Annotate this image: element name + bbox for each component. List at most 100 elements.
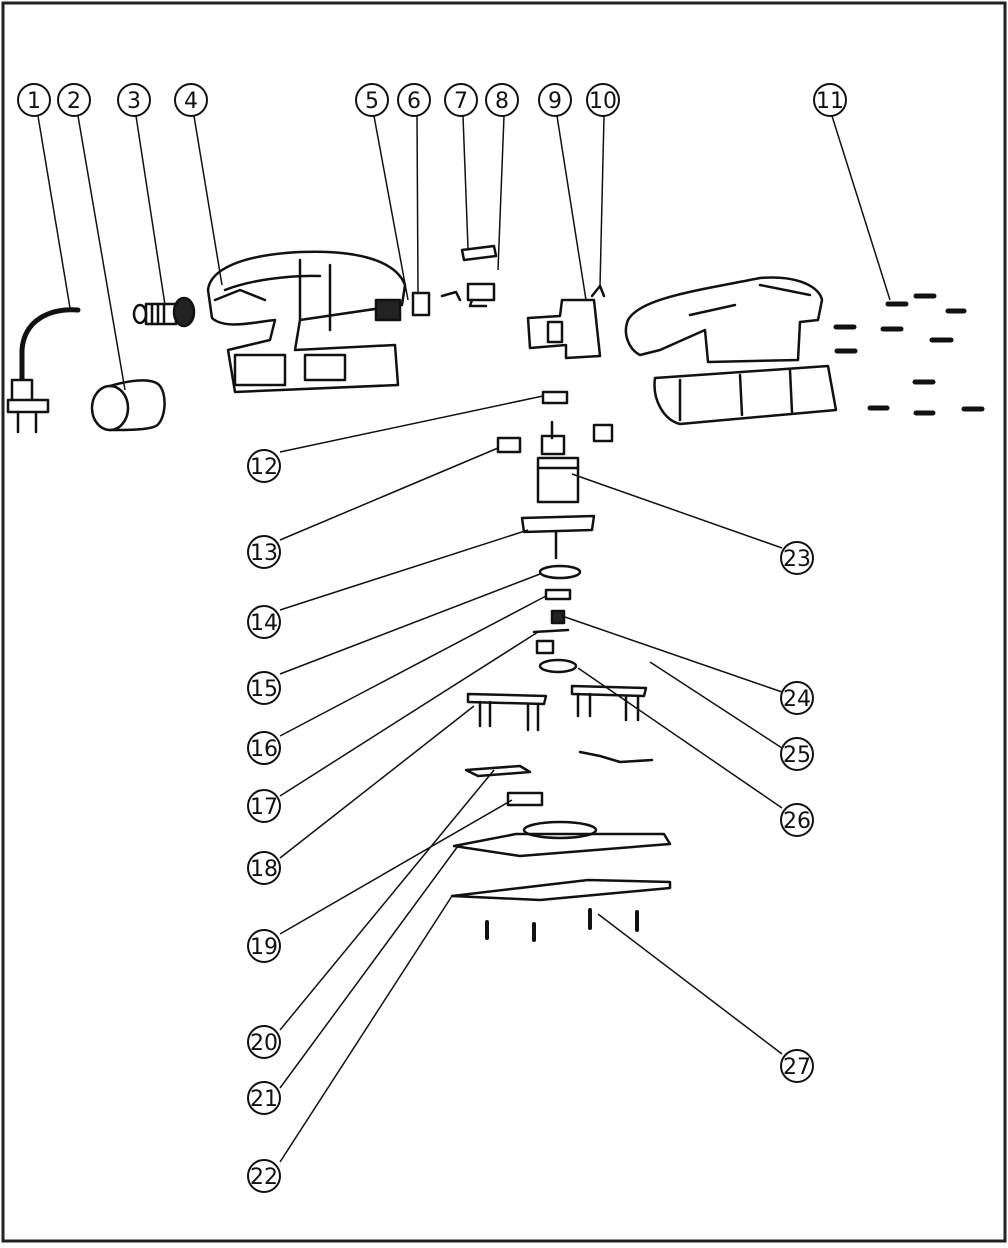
clip-part	[532, 628, 570, 634]
callout-27: 27	[780, 1049, 814, 1083]
callout-2: 2	[57, 83, 91, 117]
callout-26: 26	[780, 803, 814, 837]
callout-circle	[780, 1049, 814, 1083]
callout-24: 24	[780, 681, 814, 715]
callout-25: 25	[780, 737, 814, 771]
bearing-part	[538, 564, 582, 580]
bracket-part	[526, 298, 602, 360]
callout-number: 6	[407, 89, 421, 114]
dust-bag-part	[90, 379, 166, 432]
carbon-brush-right-part	[592, 423, 614, 443]
support-feet-part	[466, 684, 648, 732]
callout-number: 17	[250, 795, 278, 820]
callout-19: 19	[247, 929, 281, 963]
callout-number: 1	[27, 89, 41, 114]
callout-21: 21	[247, 1081, 281, 1115]
callout-circle	[444, 83, 478, 117]
switch-part	[374, 298, 402, 322]
callout-10: 10	[586, 83, 620, 117]
callout-circle	[355, 83, 389, 117]
callout-circle	[780, 541, 814, 575]
callout-circle	[485, 83, 519, 117]
callout-circle	[247, 1081, 281, 1115]
sanding-pad-part	[450, 878, 672, 902]
callout-circle	[247, 731, 281, 765]
left-housing-part	[206, 250, 407, 394]
callout-number: 27	[783, 1055, 811, 1080]
callout-number: 9	[548, 89, 562, 114]
callout-number: 21	[250, 1087, 278, 1112]
callout-circle	[780, 681, 814, 715]
callout-number: 15	[250, 677, 278, 702]
callout-12: 12	[247, 449, 281, 483]
power-cord-part	[6, 307, 81, 434]
callout-14: 14	[247, 605, 281, 639]
capacitor-part	[411, 291, 431, 317]
callout-3: 3	[117, 83, 151, 117]
washer-part	[544, 588, 572, 601]
callout-number: 20	[250, 1031, 278, 1056]
callout-number: 8	[495, 89, 509, 114]
callout-number: 19	[250, 935, 278, 960]
plate-spring-part	[464, 750, 654, 778]
callout-20: 20	[247, 1025, 281, 1059]
callout-8: 8	[485, 83, 519, 117]
callout-11: 11	[813, 83, 847, 117]
callout-5: 5	[355, 83, 389, 117]
callout-number: 2	[67, 89, 81, 114]
nut-part	[550, 609, 566, 625]
switch-lever-part	[460, 244, 498, 262]
callout-number: 3	[127, 89, 141, 114]
counterweight-part	[538, 658, 578, 674]
callout-17: 17	[247, 789, 281, 823]
callout-circle	[247, 851, 281, 885]
callout-22: 22	[247, 1159, 281, 1193]
callout-number: 4	[184, 89, 198, 114]
callout-number: 23	[783, 547, 811, 572]
callout-circle	[247, 605, 281, 639]
callout-6: 6	[397, 83, 431, 117]
callout-circle	[17, 83, 51, 117]
callout-23: 23	[780, 541, 814, 575]
callout-number: 7	[454, 89, 468, 114]
callout-number: 13	[250, 541, 278, 566]
callout-number: 10	[589, 89, 617, 114]
callout-9: 9	[538, 83, 572, 117]
spacer-part	[535, 639, 555, 655]
pad-screws-part	[485, 908, 639, 942]
callout-circle	[780, 737, 814, 771]
switch-clip-part	[440, 282, 496, 308]
callout-13: 13	[247, 535, 281, 569]
callout-16: 16	[247, 731, 281, 765]
block-part	[506, 791, 544, 807]
callout-number: 11	[816, 89, 844, 114]
callout-circle	[538, 83, 572, 117]
base-plate-part	[452, 820, 672, 858]
callout-number: 16	[250, 737, 278, 762]
callout-circle	[586, 83, 620, 117]
callout-number: 14	[250, 611, 278, 636]
brush-holder-part	[541, 390, 569, 405]
armature-part	[520, 420, 596, 560]
right-housing-part	[624, 276, 838, 426]
callout-1: 1	[17, 83, 51, 117]
callout-15: 15	[247, 671, 281, 705]
callout-circle	[397, 83, 431, 117]
callout-number: 12	[250, 455, 278, 480]
callout-18: 18	[247, 851, 281, 885]
small-spring-part	[590, 284, 606, 298]
callout-circle	[247, 929, 281, 963]
callout-number: 26	[783, 809, 811, 834]
carbon-brush-part	[496, 436, 522, 454]
callout-number: 24	[783, 687, 811, 712]
callout-circle	[780, 803, 814, 837]
callout-7: 7	[444, 83, 478, 117]
callout-circle	[247, 1159, 281, 1193]
callout-4: 4	[174, 83, 208, 117]
callout-number: 22	[250, 1165, 278, 1190]
callout-number: 18	[250, 857, 278, 882]
callout-number: 5	[365, 89, 379, 114]
